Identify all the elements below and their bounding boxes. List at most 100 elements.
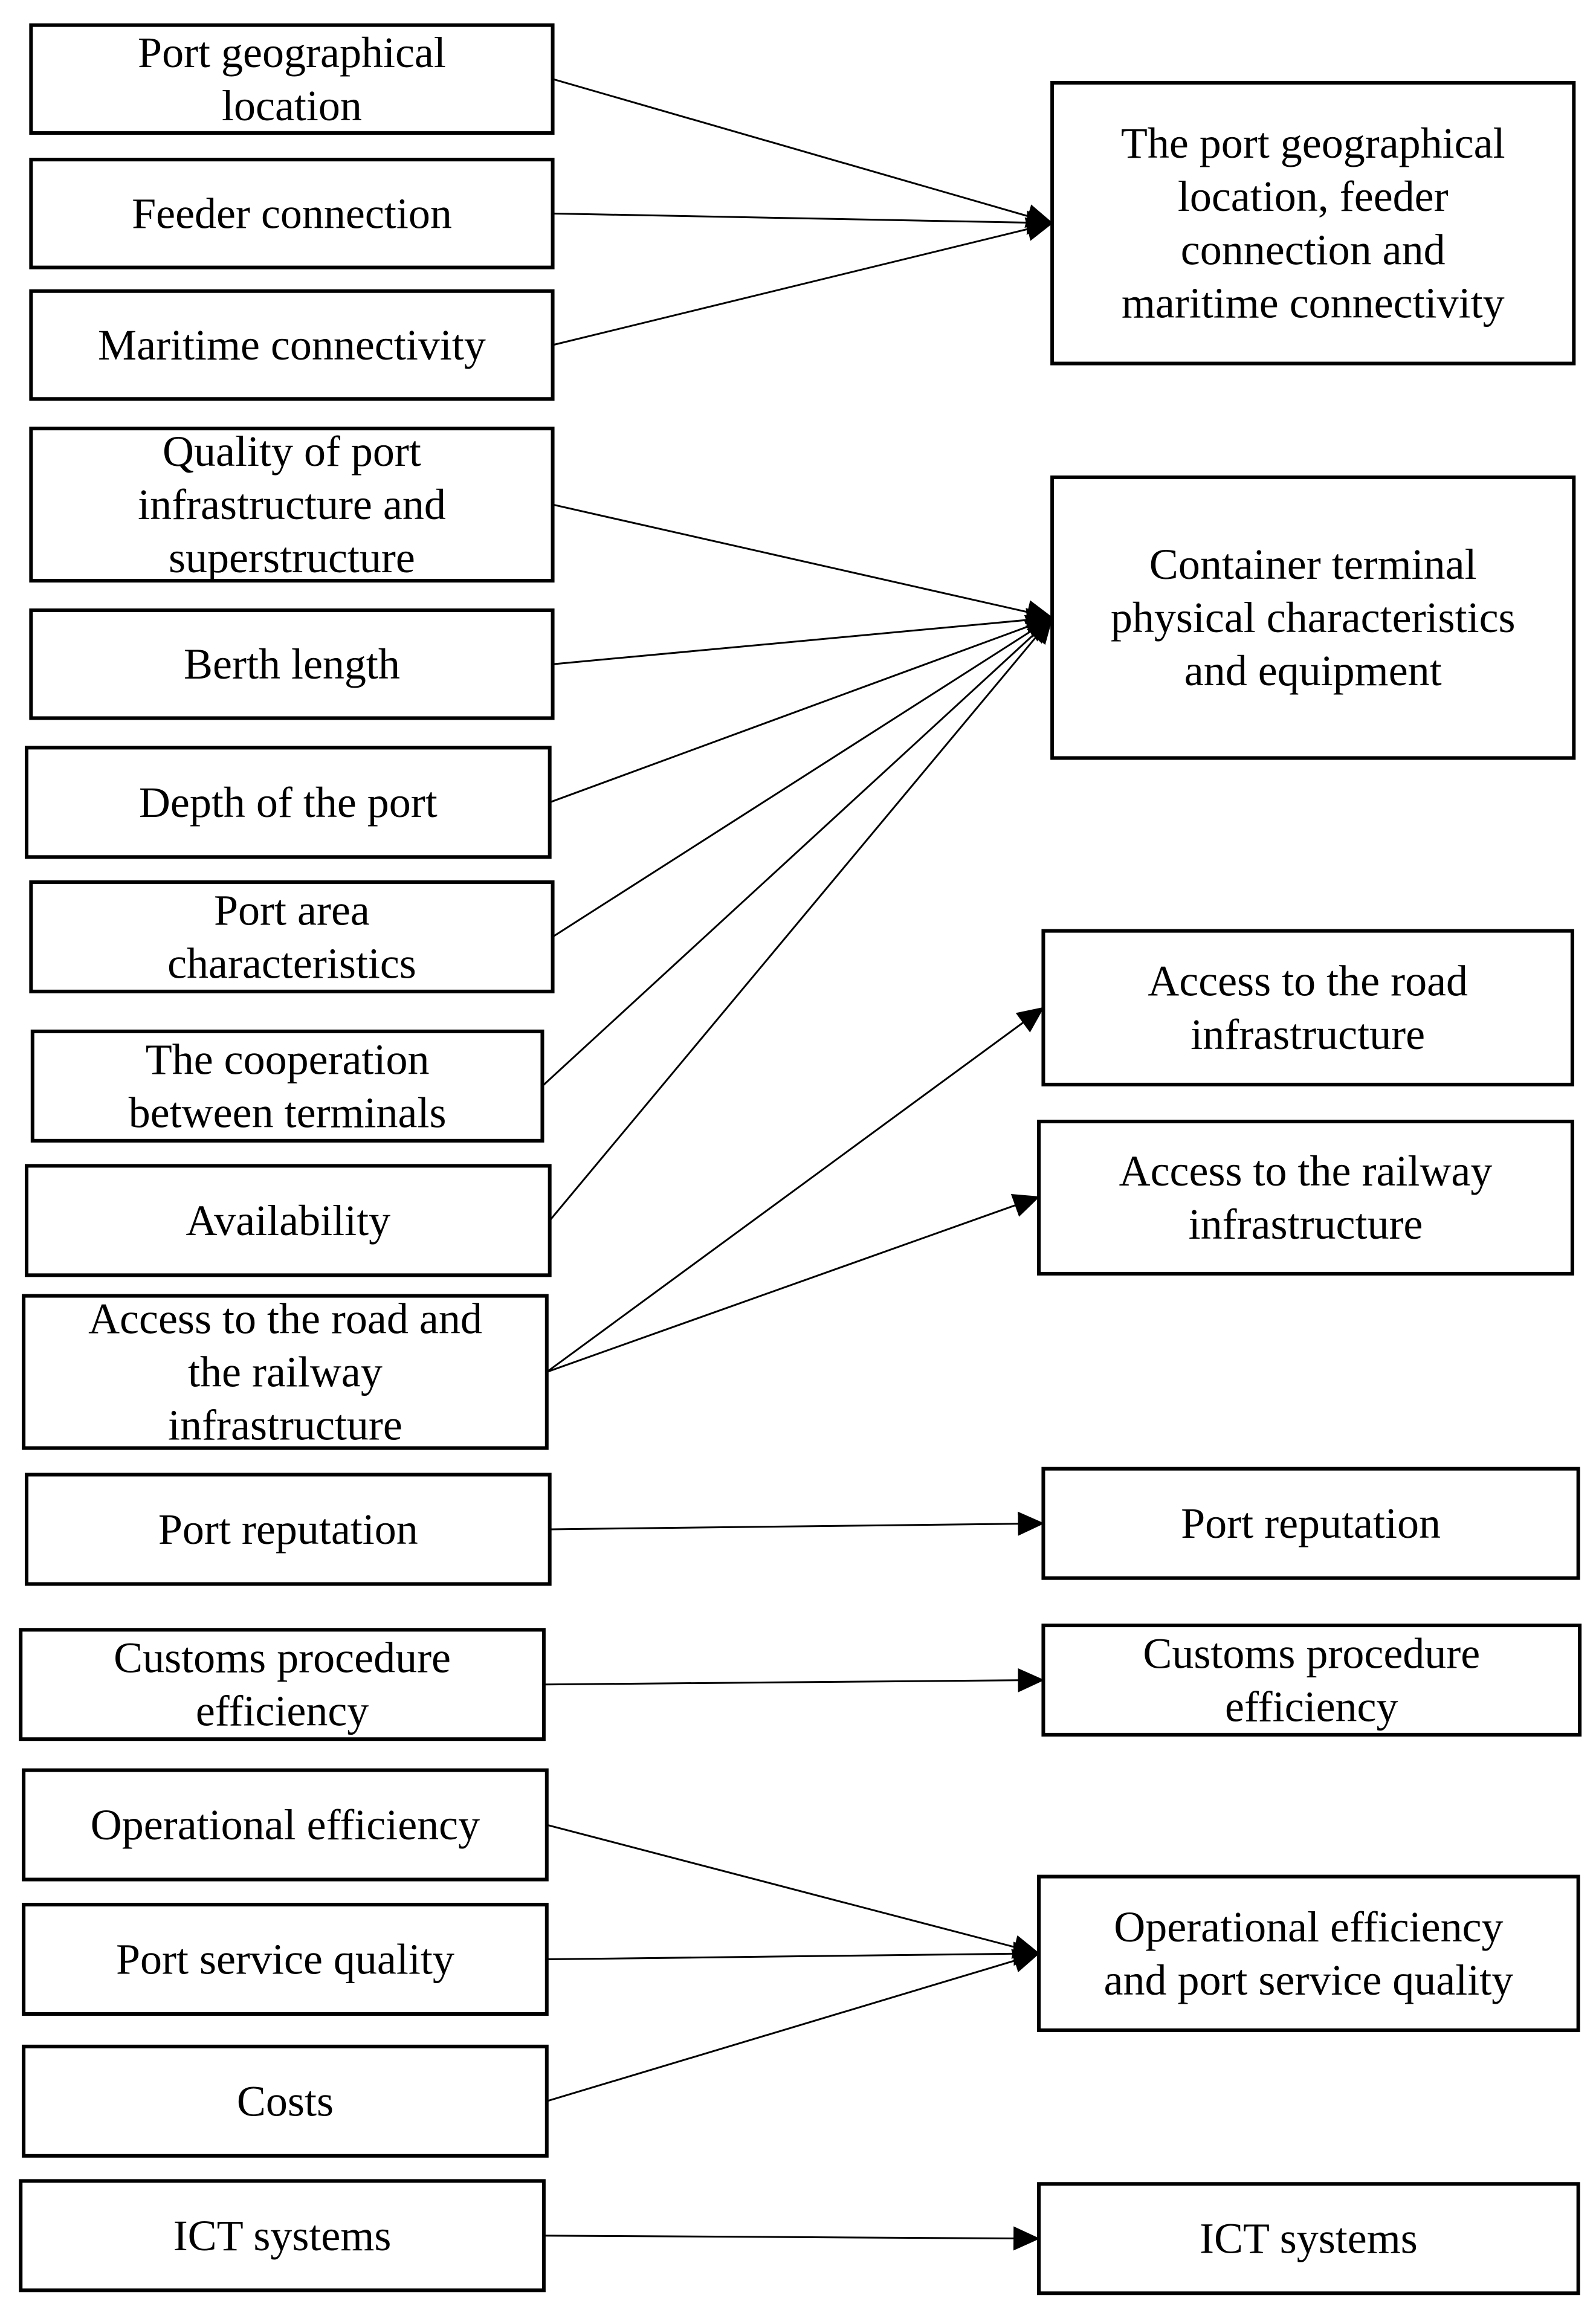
left-box-feeder-connection: Feeder connection xyxy=(29,158,555,269)
box-label-line: Customs procedure xyxy=(114,1634,451,1682)
arrow-ict-systems-to-ict-systems xyxy=(543,2226,1041,2251)
box-outline xyxy=(29,23,555,135)
box-label-line: Container terminal xyxy=(1149,540,1477,589)
box-label-line: Feeder connection xyxy=(132,189,452,237)
box-outline xyxy=(19,2179,546,2293)
box-label-line: Quality of port xyxy=(163,427,421,476)
box-outline xyxy=(29,880,555,993)
box-outline xyxy=(1050,475,1576,760)
box-label-line: Access to the road xyxy=(1148,957,1468,1005)
box-outline xyxy=(1037,1874,1580,2032)
left-box-costs: Costs xyxy=(22,2044,549,2158)
box-label-line: Operational efficiency xyxy=(91,1801,480,1849)
box-label-line: Berth length xyxy=(184,640,400,688)
arrow-feeder-connection-to-location-connectivity xyxy=(552,210,1054,235)
box-outline xyxy=(29,158,555,269)
right-box-location-connectivity: The port geographical location, feedercon… xyxy=(1050,80,1576,366)
box-label-line: Depth of the port xyxy=(139,778,438,827)
arrow-operational-efficiency-to-operational-service-quality xyxy=(546,1824,1041,1959)
box-label-line: efficiency xyxy=(1225,1682,1398,1731)
box-outline xyxy=(25,1164,552,1277)
arrow-berth-length-to-terminal-characteristics xyxy=(552,608,1054,665)
right-box-port-reputation: Port reputation xyxy=(1041,1467,1580,1580)
arrow-cooperation-between-terminals-to-terminal-characteristics xyxy=(541,616,1053,1087)
box-outline xyxy=(1037,1120,1574,1276)
box-outline xyxy=(1041,929,1574,1086)
box-label-line: between terminals xyxy=(129,1088,447,1137)
box-label-line: Access to the road and xyxy=(88,1294,482,1343)
box-label-line: superstructure xyxy=(169,534,415,582)
box-label-line: and port service quality xyxy=(1103,1956,1513,2004)
box-label-line: location, feeder xyxy=(1178,172,1449,221)
box-outline xyxy=(22,1903,549,2016)
left-box-port-service-quality: Port service quality xyxy=(22,1903,549,2016)
box-label-line: physical characteristics xyxy=(1111,593,1516,642)
left-box-cooperation-between-terminals: The cooperation between terminals xyxy=(30,1029,544,1143)
left-box-port-geographical-location: Port geographical location xyxy=(29,23,555,135)
arrow-costs-to-operational-service-quality xyxy=(546,1949,1041,2102)
right-box-ict-systems: ICT systems xyxy=(1037,2182,1580,2296)
box-label-line: Port geographical xyxy=(138,28,446,77)
left-box-operational-efficiency: Operational efficiency xyxy=(22,1768,549,1882)
box-outline xyxy=(1041,1623,1582,1737)
box-outline xyxy=(1041,1467,1580,1580)
box-outline xyxy=(29,427,555,583)
box-label-line: Port reputation xyxy=(158,1505,418,1554)
arrow-customs-procedure-efficiency-to-customs-procedure-efficiency xyxy=(543,1668,1045,1693)
left-box-depth-of-port: Depth of the port xyxy=(25,746,552,859)
arrow-port-geographical-location-to-location-connectivity xyxy=(552,78,1054,228)
box-label-line: maritime connectivity xyxy=(1122,279,1505,327)
arrow-availability-to-terminal-characteristics xyxy=(549,616,1053,1221)
right-box-operational-service-quality: Operational efficiency and port service q… xyxy=(1037,1874,1580,2032)
box-label-line: infrastructure xyxy=(168,1401,402,1450)
box-outline xyxy=(25,1473,552,1586)
box-outline xyxy=(1037,2182,1580,2296)
arrow-quality-infrastructure-to-terminal-characteristics xyxy=(552,503,1054,624)
left-box-port-reputation: Port reputation xyxy=(25,1473,552,1586)
left-box-access-road-railway: Access to the road and the railway infrast… xyxy=(22,1294,549,1450)
box-outline xyxy=(22,1768,549,1882)
box-label-line: The cooperation xyxy=(146,1035,430,1083)
box-label-line: ICT systems xyxy=(173,2212,392,2260)
box-label-line: Port area xyxy=(214,886,370,934)
left-box-ict-systems: ICT systems xyxy=(19,2179,546,2293)
box-label-line: the railway xyxy=(188,1348,383,1396)
box-label-line: Port reputation xyxy=(1181,1499,1441,1547)
left-box-availability: Availability xyxy=(25,1164,552,1277)
box-outline xyxy=(1050,80,1576,366)
box-label-line: Costs xyxy=(237,2077,334,2125)
arrow-depth-of-port-to-terminal-characteristics xyxy=(549,615,1053,804)
box-outline xyxy=(22,2044,549,2158)
arrow-maritime-connectivity-to-location-connectivity xyxy=(552,217,1054,346)
box-outline xyxy=(29,608,555,720)
box-label-line: Customs procedure xyxy=(1143,1629,1480,1677)
right-box-customs-procedure-efficiency: Customs procedure efficiency xyxy=(1041,1623,1582,1737)
arrow-port-service-quality-to-operational-service-quality xyxy=(546,1941,1041,1966)
box-label-line: and equipment xyxy=(1184,647,1442,695)
arrow-port-area-characteristics-to-terminal-characteristics xyxy=(552,616,1053,938)
box-label-line: Availability xyxy=(186,1196,391,1245)
box-label-line: Maritime connectivity xyxy=(98,321,486,369)
left-box-maritime-connectivity: Maritime connectivity xyxy=(29,289,555,401)
arrow-access-road-railway-to-access-road xyxy=(546,1007,1045,1373)
box-label-line: The port geographical xyxy=(1121,119,1505,167)
box-label-line: characteristics xyxy=(167,939,416,987)
arrow-port-reputation-to-port-reputation xyxy=(549,1511,1045,1536)
box-label-line: Access to the railway xyxy=(1119,1147,1493,1195)
box-label-line: connection and xyxy=(1181,225,1446,274)
box-label-line: Operational efficiency xyxy=(1114,1903,1503,1951)
box-outline xyxy=(30,1029,544,1143)
left-box-berth-length: Berth length xyxy=(29,608,555,720)
box-label-line: location xyxy=(222,82,362,130)
box-label-line: Port service quality xyxy=(116,1935,454,1984)
box-label-line: infrastructure xyxy=(1191,1010,1425,1059)
connector-layer xyxy=(541,78,1054,2251)
right-box-access-road: Access to the road infrastructure xyxy=(1041,929,1574,1086)
box-outline xyxy=(19,1628,546,1741)
